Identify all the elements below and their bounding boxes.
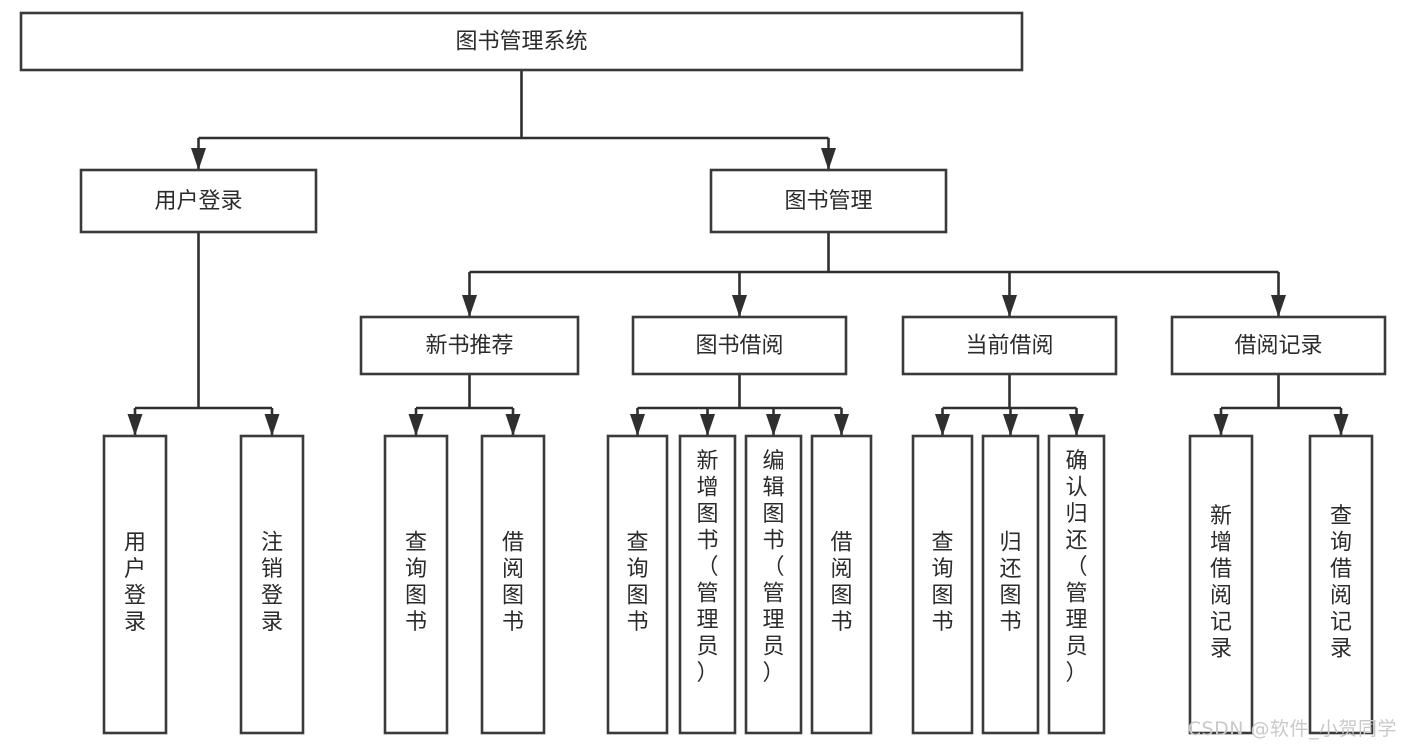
arrow-head-icon: [462, 295, 477, 317]
node-label: 查询图书: [405, 531, 427, 636]
arrow-head-icon: [1333, 414, 1349, 436]
leaf-user-login[interactable]: 用户登录: [102, 434, 168, 735]
node-label: 归还图书: [999, 531, 1021, 636]
arrow-head-icon: [732, 295, 747, 317]
node-label: 借阅图书: [830, 531, 852, 636]
node-new-book-recommend[interactable]: 新书推荐: [359, 315, 580, 376]
leaf-query-book-bor[interactable]: 查询图书: [606, 434, 669, 735]
nodes-layer: 图书管理系统用户登录图书管理新书推荐图书借阅当前借阅借阅记录用户登录注销登录查询…: [19, 11, 1387, 735]
node-root-system[interactable]: 图书管理系统: [19, 11, 1024, 72]
leaf-add-book[interactable]: 新增图书（管理员）: [678, 434, 737, 735]
leaf-borrow-book-rec[interactable]: 借阅图书: [480, 434, 546, 735]
node-label: 确认归还（管理员）: [1065, 449, 1087, 686]
arrow-head-icon: [1002, 295, 1017, 317]
arrow-head-icon: [1069, 414, 1084, 436]
node-book-borrow[interactable]: 图书借阅: [631, 315, 848, 376]
node-label: 新书推荐: [425, 334, 513, 359]
node-label: 注销登录: [261, 531, 283, 636]
arrow-head-icon: [1213, 414, 1229, 436]
node-label: 用户登录: [124, 531, 146, 636]
node-label: 查询借阅记录: [1330, 504, 1352, 662]
csdn-watermark: CSDN @软件_小贺同学: [1187, 718, 1397, 740]
leaf-return-book[interactable]: 归还图书: [981, 434, 1040, 735]
leaf-query-record[interactable]: 查询借阅记录: [1308, 434, 1374, 735]
node-book-management[interactable]: 图书管理: [709, 168, 948, 234]
leaf-confirm-return[interactable]: 确认归还（管理员）: [1047, 434, 1106, 735]
leaf-add-record[interactable]: 新增借阅记录: [1188, 434, 1254, 735]
arrow-head-icon: [766, 414, 781, 436]
leaf-logout[interactable]: 注销登录: [239, 434, 305, 735]
leaf-query-book-cur[interactable]: 查询图书: [911, 434, 974, 735]
node-label: 借阅图书: [502, 531, 524, 636]
node-label: 图书管理: [784, 189, 872, 214]
leaf-edit-book[interactable]: 编辑图书（管理员）: [744, 434, 803, 735]
node-label: 新增图书（管理员）: [696, 449, 718, 686]
arrow-head-icon: [264, 414, 280, 436]
arrow-head-icon: [127, 414, 143, 436]
node-label: 新增借阅记录: [1210, 504, 1232, 662]
arrow-head-icon: [408, 414, 424, 436]
arrow-head-icon: [935, 414, 950, 436]
node-label: 当前借阅: [965, 334, 1053, 359]
arrow-head-icon: [834, 414, 849, 436]
node-label: 图书借阅: [695, 334, 783, 359]
arrow-head-icon: [505, 414, 521, 436]
node-label: 查询图书: [626, 531, 648, 636]
arrow-head-icon: [630, 414, 645, 436]
node-label: 编辑图书（管理员）: [762, 449, 784, 686]
node-label: 图书管理系统: [455, 30, 587, 55]
node-label: 借阅记录: [1234, 334, 1322, 359]
node-user-login[interactable]: 用户登录: [79, 168, 318, 234]
arrow-head-icon: [700, 414, 715, 436]
arrow-head-icon: [821, 148, 836, 170]
connectors-layer: [127, 70, 1349, 436]
leaf-borrow-book-bor[interactable]: 借阅图书: [810, 434, 873, 735]
arrow-head-icon: [191, 148, 206, 170]
leaf-query-book-rec[interactable]: 查询图书: [383, 434, 449, 735]
arrow-head-icon: [1003, 414, 1018, 436]
arrow-head-icon: [1271, 295, 1286, 317]
node-label: 查询图书: [931, 531, 953, 636]
node-borrow-record[interactable]: 借阅记录: [1170, 315, 1387, 376]
node-current-borrow[interactable]: 当前借阅: [901, 315, 1118, 376]
node-label: 用户登录: [154, 189, 242, 214]
